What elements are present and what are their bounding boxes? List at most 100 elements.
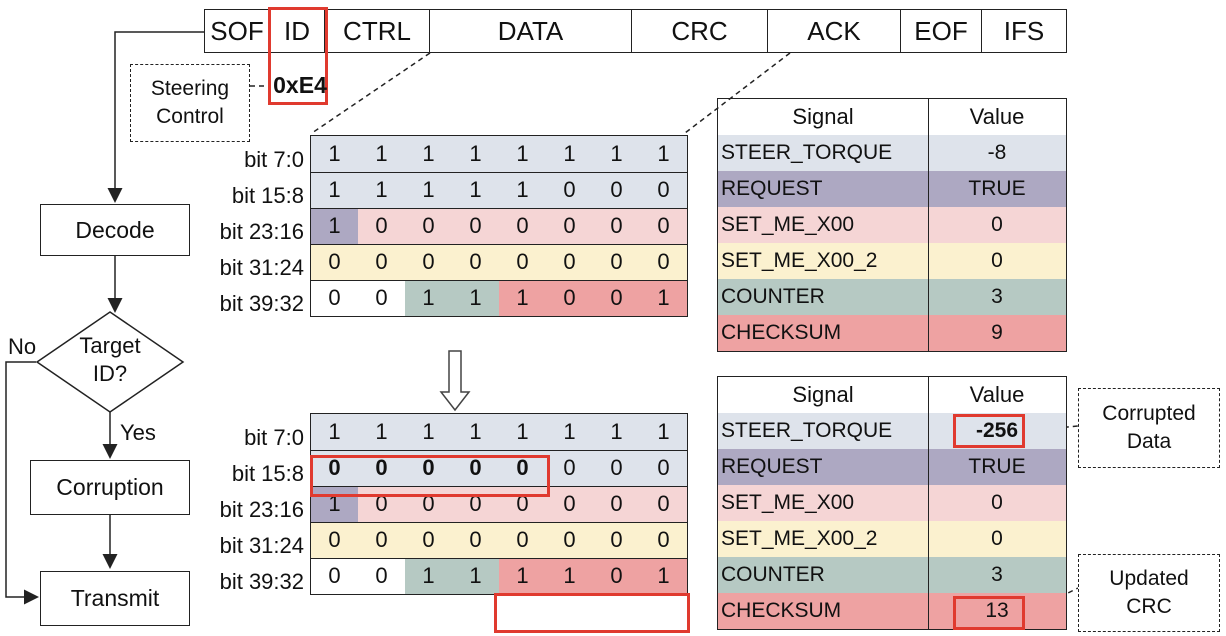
bit-cell: 0 [640, 172, 687, 208]
bit-cell: 1 [311, 172, 358, 208]
bit-cell: 0 [593, 172, 640, 208]
bit-cell: 0 [593, 450, 640, 486]
bit-cell: 0 [593, 244, 640, 280]
signal-value: 0 [991, 527, 1003, 550]
bit-label: bit 31:24 [219, 255, 304, 280]
bit-cell: 0 [640, 244, 687, 280]
corrupted-torque-highlight [953, 414, 1025, 448]
bit-cell: 1 [499, 414, 546, 450]
bit-cell: 1 [593, 136, 640, 172]
frame-field-ack: ACK [767, 9, 901, 53]
signal-value: 3 [991, 285, 1003, 308]
bit-cell: 0 [499, 522, 546, 558]
bit-cell: 1 [546, 414, 593, 450]
bit-cell: 0 [593, 558, 640, 594]
signal-name: SET_ME_X00_2 [721, 527, 878, 550]
bit-cell: 1 [640, 136, 687, 172]
corrupted-data-note: Corrupted Data [1078, 388, 1220, 468]
signal-name: CHECKSUM [721, 321, 842, 344]
updated-crc-line2: CRC [1126, 595, 1172, 618]
bit-cell: 1 [499, 558, 546, 594]
id-value: 0xE4 [273, 72, 327, 98]
frame-field-ctrl: CTRL [324, 9, 430, 53]
frame-field-data: DATA [429, 9, 632, 53]
bit-cell: 0 [452, 208, 499, 244]
updated-checksum-bits-highlight [494, 593, 690, 633]
bit-cell: 1 [499, 136, 546, 172]
bit-cell: 1 [405, 136, 452, 172]
bit-cell: 1 [499, 280, 546, 316]
bit-cell: 1 [358, 414, 405, 450]
yes-label: Yes [120, 420, 156, 445]
bit-cell: 0 [499, 244, 546, 280]
bit-cell: 0 [593, 522, 640, 558]
bit-cell: 0 [452, 244, 499, 280]
bit-cell: 0 [640, 522, 687, 558]
bit-cell: 1 [452, 136, 499, 172]
bit-cell: 0 [593, 280, 640, 316]
id-highlight [268, 7, 328, 105]
updated-crc-line1: Updated [1109, 566, 1189, 590]
decision-line1: Target [79, 333, 141, 358]
corrupted-data-line2: Data [1126, 430, 1172, 453]
steering-control-line1: Steering [150, 76, 230, 100]
signal-row: SET_ME_X00_2 0 [718, 521, 1066, 557]
steering-control-note: Steering Control [130, 64, 250, 142]
bit-cell: 0 [546, 280, 593, 316]
bit-cell: 1 [311, 486, 358, 522]
bit-label: bit 7:0 [244, 147, 304, 172]
bit-cell: 1 [311, 136, 358, 172]
bit-cell: 0 [358, 280, 405, 316]
bit-cell: 0 [593, 208, 640, 244]
signal-name: REQUEST [721, 455, 823, 478]
updated-crc-note: Updated CRC [1078, 554, 1220, 632]
bit-cell: 0 [311, 522, 358, 558]
bit-cell: 0 [546, 208, 593, 244]
signal-row: SET_ME_X00 0 [718, 207, 1066, 243]
signal-value: 9 [991, 321, 1003, 344]
bit-label: bit 7:0 [244, 425, 304, 450]
frame-field-eof: EOF [900, 9, 982, 53]
signal-value: 0 [991, 213, 1003, 236]
bit-cell: 1 [405, 280, 452, 316]
bit-cell: 0 [546, 522, 593, 558]
bit-label: bit 23:16 [219, 219, 304, 244]
signal-value: TRUE [968, 455, 1026, 478]
bit-cell: 0 [358, 208, 405, 244]
bit-label: bit 39:32 [219, 291, 304, 316]
bit-label: bit 23:16 [219, 497, 304, 522]
bit-cell: 0 [358, 558, 405, 594]
bit-cell: 0 [311, 558, 358, 594]
bit-cell: 0 [593, 486, 640, 522]
corruption-box: Corruption [30, 460, 190, 515]
bit-cell: 1 [546, 558, 593, 594]
signal-row: REQUEST TRUE [718, 449, 1066, 485]
bit-cell: 0 [311, 280, 358, 316]
frame-field-ifs: IFS [981, 9, 1067, 53]
signal-value: 13 [985, 599, 1009, 622]
signal-header: Signal [792, 382, 854, 407]
signal-name: SET_ME_X00 [721, 213, 855, 236]
no-label: No [8, 334, 37, 359]
bit-label: bit 15:8 [231, 461, 304, 486]
signal-name: STEER_TORQUE [721, 141, 893, 164]
signal-row: STEER_TORQUE-256 [718, 413, 1066, 449]
decision-text: Target ID? [60, 332, 160, 388]
bit-cell: 1 [593, 414, 640, 450]
signal-value: 0 [991, 491, 1003, 514]
signal-name: REQUEST [721, 177, 823, 200]
bit-cell: 0 [452, 486, 499, 522]
bit-cell: 0 [311, 244, 358, 280]
bit-label: bit 31:24 [219, 533, 304, 558]
bit-cell: 1 [640, 558, 687, 594]
bit-label: bit 39:32 [219, 569, 304, 594]
signal-name: SET_ME_X00_2 [721, 249, 878, 272]
bit-cell: 0 [546, 244, 593, 280]
bit-cell: 0 [358, 244, 405, 280]
bit-cell: 1 [358, 172, 405, 208]
